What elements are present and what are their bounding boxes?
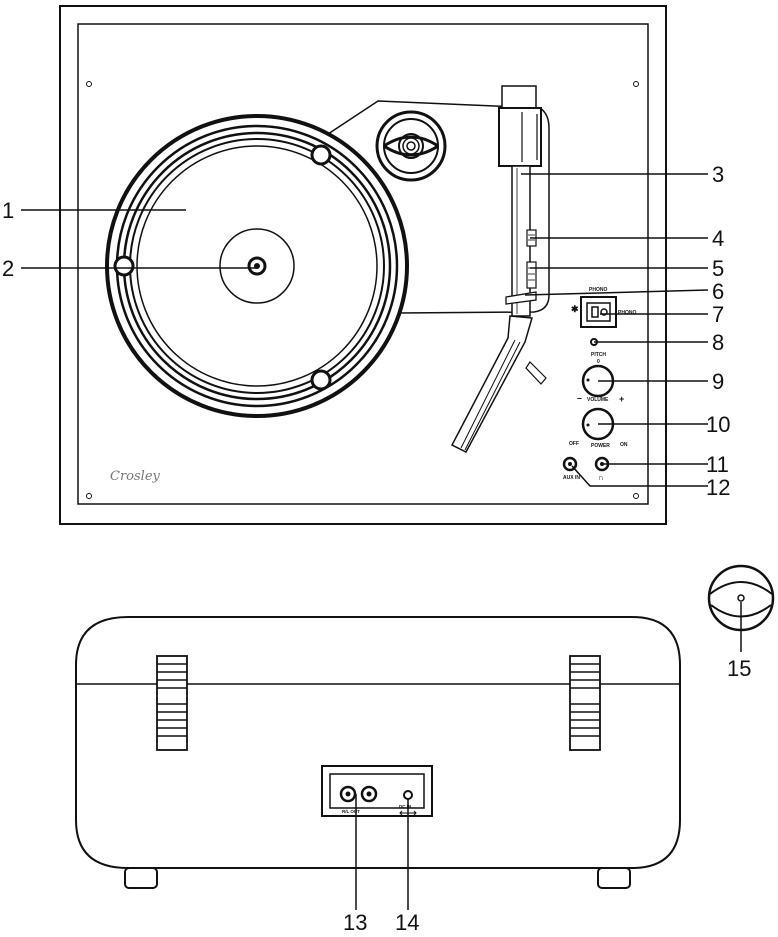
screw-top-right <box>633 81 639 87</box>
callout-9: 9 <box>712 369 724 394</box>
inner-plinth <box>77 23 649 505</box>
callout-14: 14 <box>395 910 419 935</box>
off-label: OFF <box>569 441 579 447</box>
callout-13: 13 <box>343 910 367 935</box>
callout-6: 6 <box>712 279 724 304</box>
screw-bottom-right <box>633 493 639 499</box>
dc-in-label: DC IN <box>399 804 411 809</box>
tonearm <box>450 85 547 453</box>
callout-10: 10 <box>706 412 730 437</box>
callout-lines <box>21 173 709 487</box>
cue-lever <box>526 261 537 289</box>
aux-in-label: AUX IN <box>563 475 580 481</box>
bluetooth-icon: ✱ <box>571 304 579 314</box>
callout-12: 12 <box>706 475 730 500</box>
outer-case <box>59 5 667 525</box>
foot-right <box>597 867 631 889</box>
callout-numbers: 1 2 3 4 5 6 7 8 9 10 11 12 13 14 15 <box>2 162 751 935</box>
callout-7: 7 <box>712 302 724 327</box>
platter <box>105 114 409 418</box>
foot-left <box>124 867 158 889</box>
callout-15: 15 <box>727 656 751 681</box>
platter-roller <box>113 255 135 277</box>
callout-1: 1 <box>2 198 14 223</box>
callout-11: 11 <box>706 452 729 477</box>
hinge-left <box>156 655 188 751</box>
pitch-zero-label: 0 <box>597 359 600 365</box>
power-label: POWER <box>591 443 610 449</box>
phono-right-label: PHONO <box>618 310 636 316</box>
hinge-right <box>569 655 601 751</box>
platter-roller <box>310 369 332 391</box>
volume-plus-label: + <box>619 394 624 404</box>
on-label: ON <box>620 442 628 448</box>
callout-4: 4 <box>712 226 724 251</box>
callout-5: 5 <box>712 256 724 281</box>
volume-minus-label: – <box>577 393 582 403</box>
dc-in-jack[interactable] <box>403 790 413 800</box>
callout-8: 8 <box>712 330 724 355</box>
top-view: Crosley PHONO ✱ PHONO PITCH 0 – VOLUME +… <box>59 5 667 525</box>
counterweight <box>501 85 537 111</box>
tonearm-base-plate <box>321 100 550 314</box>
headphone-icon: ∩ <box>598 473 604 482</box>
record-label <box>219 228 295 304</box>
phono-top-label: PHONO <box>589 287 607 293</box>
rear-case <box>75 616 681 869</box>
volume-label: VOLUME <box>587 397 609 403</box>
finger-lift <box>525 361 547 385</box>
screw-top-left <box>86 81 92 87</box>
adapter-holder <box>375 110 447 182</box>
callout-3: 3 <box>712 162 724 187</box>
screw-bottom-left <box>86 493 92 499</box>
rear-view: R/L OUT DC IN <box>75 616 681 910</box>
rear-jack-panel: R/L OUT DC IN <box>321 765 433 817</box>
rca-out-label: R/L OUT <box>342 809 360 814</box>
adapter-45rpm <box>707 564 775 652</box>
headshell <box>450 315 533 453</box>
crosley-logo: Crosley <box>110 469 161 484</box>
platter-roller <box>310 144 332 166</box>
control-panel: PHONO ✱ PHONO PITCH 0 – VOLUME + OFF POW… <box>562 287 636 482</box>
pitch-label: PITCH <box>591 352 606 358</box>
callout-2: 2 <box>2 256 14 281</box>
